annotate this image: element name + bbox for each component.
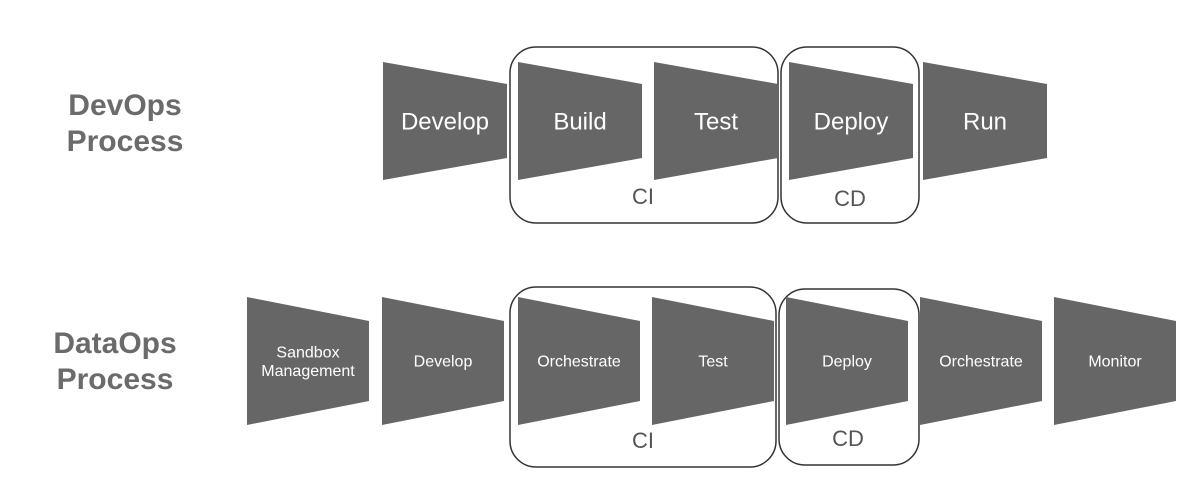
devops-ci-label: CI — [632, 184, 654, 209]
dataops-step-5-label: Orchestrate — [939, 354, 1023, 371]
devops-step-4-shape — [923, 62, 1047, 180]
dataops-cd-group — [778, 288, 920, 466]
devops-step-0-shape — [383, 62, 507, 180]
devops-step-2-label: Test — [694, 108, 738, 135]
devops-step-1-label: Build — [553, 108, 606, 135]
dataops-ci-label: CI — [632, 428, 654, 453]
dataops-step-1-shape — [382, 297, 504, 425]
dataops-step-4-shape — [786, 297, 908, 425]
dataops-step-2-shape — [518, 297, 640, 425]
dataops-step-3-label: Test — [698, 354, 728, 371]
dataops-step-3-shape — [652, 297, 774, 425]
devops-step-1-shape — [518, 62, 642, 180]
devops-step-4-label: Run — [963, 108, 1007, 135]
dataops-cd-label: CD — [832, 426, 864, 451]
dataops-ci-group — [509, 286, 777, 468]
dataops-step-2-label: Orchestrate — [537, 354, 621, 371]
devops-step-0-label: Develop — [401, 108, 489, 135]
devops-step-3-label: Deploy — [814, 108, 889, 135]
devops-step-3-shape — [789, 62, 913, 180]
devops-step-2-shape — [654, 62, 778, 180]
dataops-process-title: DataOps Process — [53, 327, 177, 396]
dataops-step-4-label: Deploy — [822, 354, 872, 371]
dataops-step-1-label: Develop — [414, 354, 473, 371]
dataops-step-5-shape — [920, 297, 1042, 425]
dataops-step-6-label: Monitor — [1088, 354, 1142, 371]
dataops-step-0-shape — [247, 297, 369, 425]
devops-process-title: DevOps Process — [66, 89, 184, 158]
dataops-step-6-shape — [1054, 297, 1176, 425]
devops-cd-label: CD — [834, 186, 866, 211]
devops-cd-group — [780, 46, 920, 224]
